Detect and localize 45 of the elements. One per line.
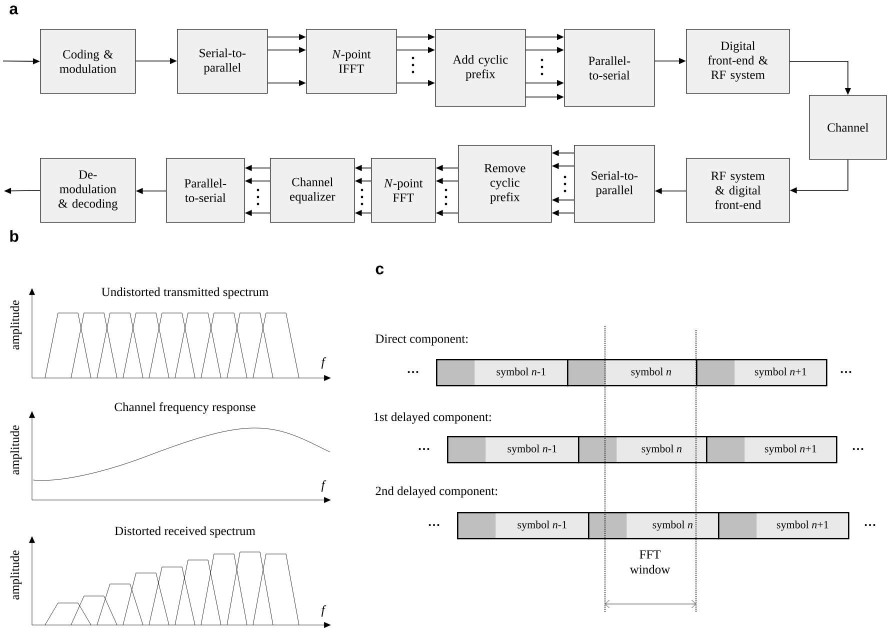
ellipsis: … bbox=[428, 524, 440, 526]
process-box: Channel bbox=[809, 95, 887, 160]
panel-letter: b bbox=[10, 230, 18, 242]
panel-letter: a bbox=[10, 6, 18, 14]
process-box: Serial-to-parallel bbox=[574, 145, 655, 223]
symbol-box: symbol n+1 bbox=[696, 359, 828, 386]
process-box: Remove cyclic prefix bbox=[458, 145, 552, 223]
ellipsis: … bbox=[840, 371, 852, 374]
ellipsis: … bbox=[864, 524, 876, 526]
row-label: 2nd delayed component: bbox=[376, 486, 498, 498]
symbol-box: symbol n bbox=[588, 512, 720, 540]
process-box: Serial-to-parallel bbox=[177, 29, 268, 94]
symbol-box: symbol n+1 bbox=[706, 436, 838, 464]
ellipsis: … bbox=[418, 448, 430, 450]
ellipsis: … bbox=[852, 448, 864, 450]
process-box: Add cyclic prefix bbox=[435, 29, 526, 107]
process-box: Coding & modulation bbox=[40, 29, 136, 94]
axis-label: amplitude bbox=[10, 300, 22, 350]
row-label: 1st delayed component: bbox=[374, 412, 491, 424]
plot-title: Undistorted transmitted spectrum bbox=[102, 287, 268, 299]
panel-letter: c bbox=[376, 266, 384, 274]
plot-title: Channel frequency response bbox=[114, 402, 256, 414]
axis-label: amplitude bbox=[10, 425, 22, 475]
symbol-box: symbol n+1 bbox=[718, 512, 850, 540]
axis-label: f bbox=[321, 605, 326, 617]
process-box: RF system & digital front-end bbox=[686, 158, 790, 223]
symbol-box: symbol n bbox=[567, 359, 698, 386]
process-box: N-point FFT bbox=[371, 158, 436, 223]
process-box: Digital front-end & RF system bbox=[686, 29, 790, 94]
plot-title: Distorted received spectrum bbox=[114, 526, 256, 538]
symbol-box: symbol n-1 bbox=[436, 359, 568, 386]
axis-label: f bbox=[321, 480, 326, 492]
symbol-box: symbol n bbox=[578, 436, 708, 464]
row-label: Direct component: bbox=[376, 334, 468, 346]
axis-label: f bbox=[321, 357, 326, 369]
symbol-box: symbol n-1 bbox=[447, 436, 580, 464]
process-box: Channel equalizer bbox=[270, 158, 355, 223]
process-box: Parallel-to-serial bbox=[564, 29, 655, 107]
process-box: De-modulation & decoding bbox=[40, 158, 136, 223]
axis-label: amplitude bbox=[10, 550, 22, 600]
symbol-box: symbol n-1 bbox=[457, 512, 590, 540]
ellipsis: … bbox=[408, 371, 418, 374]
window-label: FFT window bbox=[630, 550, 670, 574]
process-box: Parallel-to-serial bbox=[166, 158, 245, 223]
process-box: N-point IFFT bbox=[306, 29, 397, 94]
